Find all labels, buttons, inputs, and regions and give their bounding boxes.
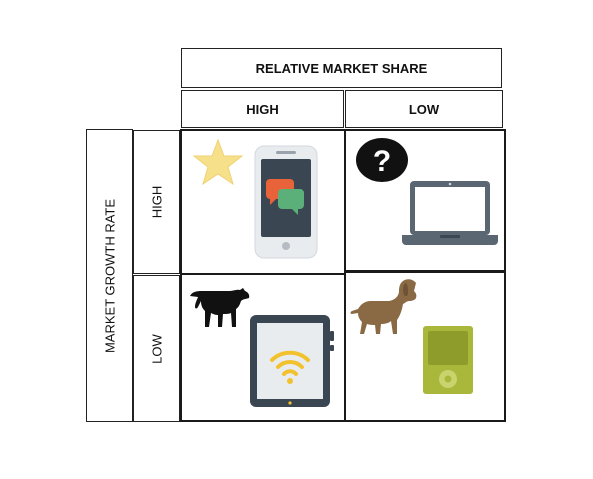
star-icon — [192, 138, 244, 186]
quadrant-dog — [344, 271, 506, 422]
quadrant-star — [180, 129, 346, 275]
row-header-high: HIGH — [133, 130, 180, 274]
relative-market-share-header: RELATIVE MARKET SHARE — [181, 48, 502, 88]
question-mark-icon: ? — [356, 138, 408, 182]
dog-icon — [350, 279, 417, 334]
market-growth-rate-label: MARKET GROWTH RATE — [102, 198, 117, 353]
relative-market-share-label: RELATIVE MARKET SHARE — [255, 60, 428, 76]
tablet-wifi-icon — [250, 315, 334, 407]
svg-text:?: ? — [373, 145, 391, 178]
cow-icon — [190, 288, 250, 327]
column-high-label: HIGH — [246, 101, 279, 117]
column-header-low: LOW — [345, 90, 503, 128]
column-low-label: LOW — [408, 101, 440, 117]
market-growth-rate-header: MARKET GROWTH RATE — [86, 129, 133, 422]
laptop-icon — [402, 181, 498, 245]
row-high-label: HIGH — [149, 185, 164, 219]
mp3-player-icon — [423, 326, 473, 394]
row-low-label: LOW — [149, 333, 164, 364]
quadrant-question-mark: ? — [344, 129, 506, 272]
column-header-high: HIGH — [181, 90, 344, 128]
smartphone-chat-icon — [254, 145, 318, 259]
quadrant-cash-cow — [180, 273, 346, 422]
row-header-low: LOW — [133, 275, 180, 422]
